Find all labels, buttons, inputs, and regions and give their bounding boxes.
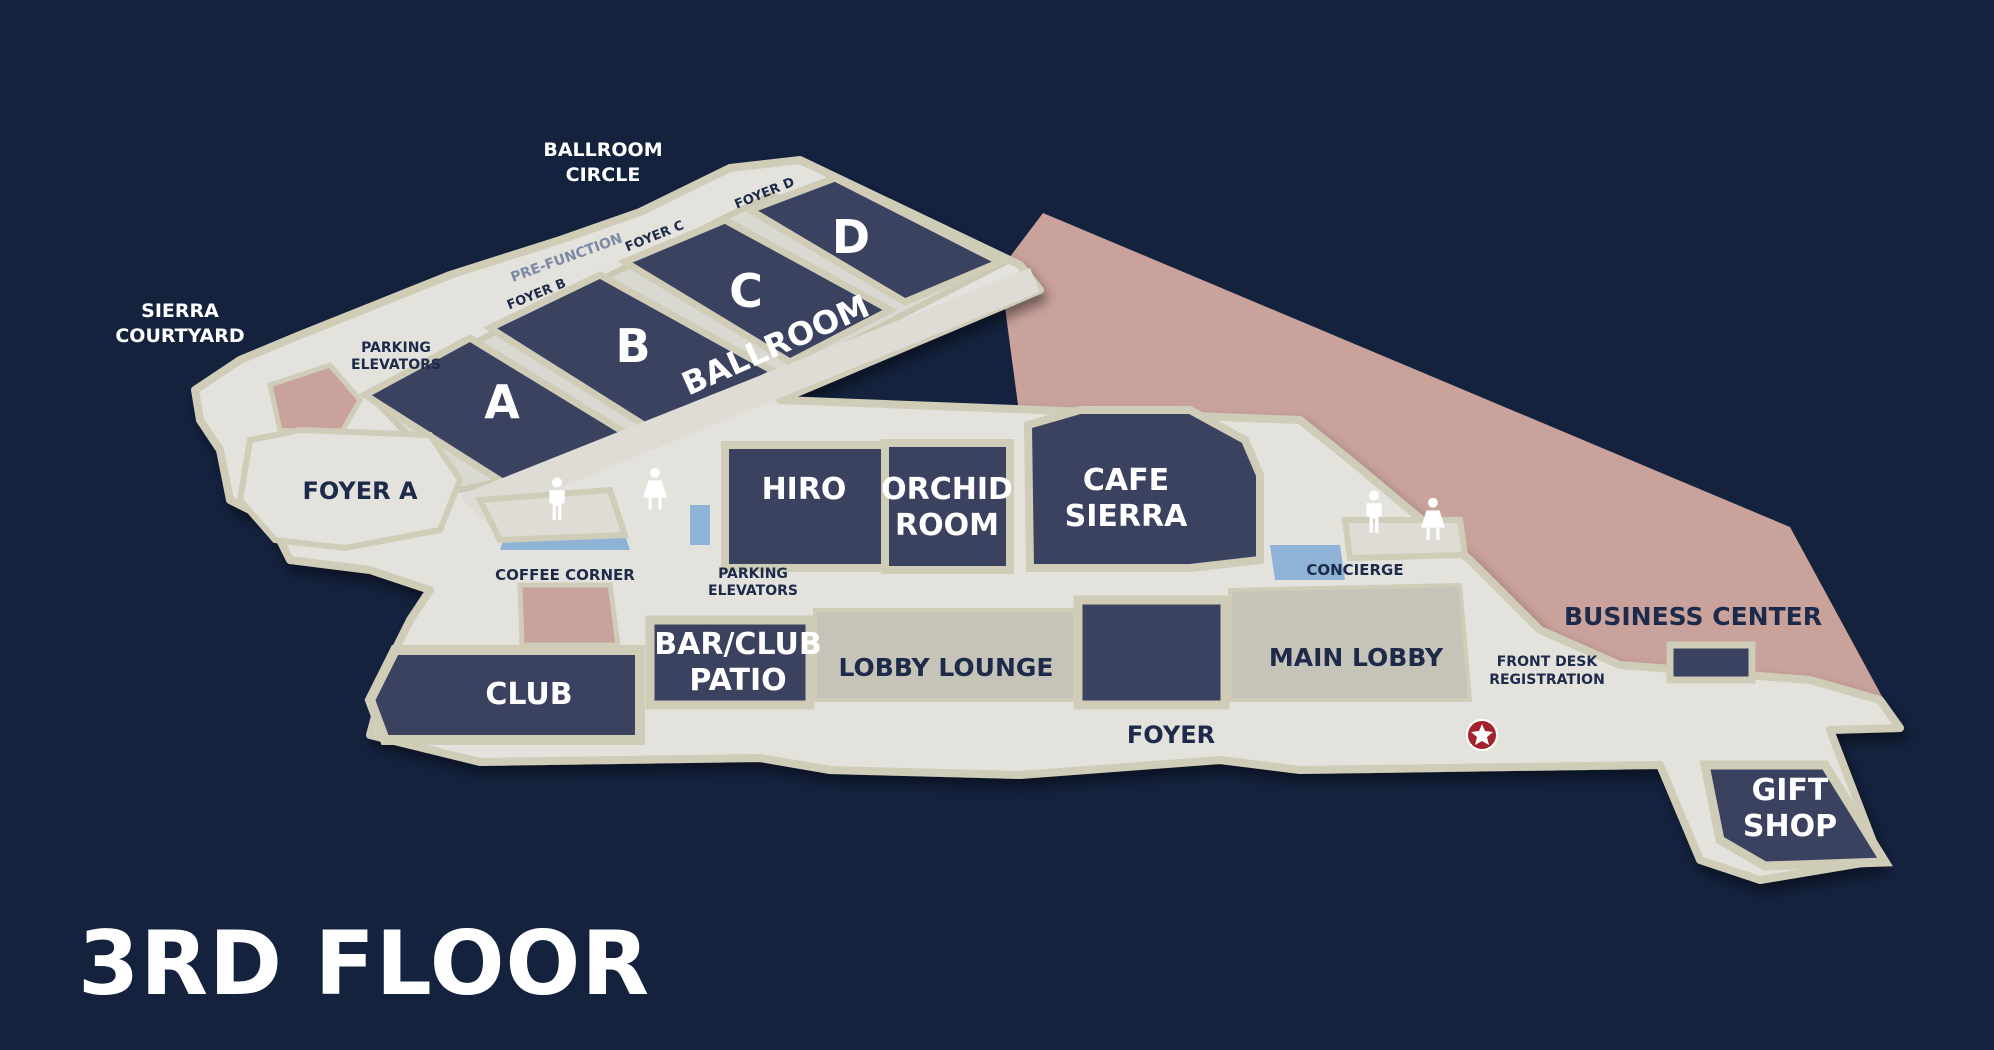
ballroom-section-c[interactable]: [617, 216, 898, 367]
bar-club-patio-label-2: PATIO: [689, 663, 786, 698]
ballroom-circle-label-2: CIRCLE: [566, 164, 641, 186]
parking-elevators-top-label-1: PARKING: [361, 340, 431, 356]
business-center-room[interactable]: [1666, 641, 1756, 684]
gift-shop-label-2: SHOP: [1743, 809, 1837, 844]
ballroom-circle-label-1: BALLROOM: [543, 139, 662, 161]
main-lobby-area[interactable]: [1228, 582, 1473, 702]
business-center-label: BUSINESS CENTER: [1564, 602, 1822, 631]
foyer-a-label: FOYER A: [302, 477, 418, 505]
star-marker-icon[interactable]: [1466, 719, 1498, 751]
concierge-label: CONCIERGE: [1306, 561, 1403, 579]
main-lobby-label: MAIN LOBBY: [1269, 643, 1444, 672]
restroom-block-west: [475, 486, 630, 544]
foyer-inner-room[interactable]: [1073, 595, 1230, 710]
ballroom-corridor: [460, 268, 1040, 520]
gift-shop-room[interactable]: [1699, 760, 1893, 871]
cafe-sierra-label-1: CAFE: [1083, 463, 1169, 498]
lobby-lounge-label: LOBBY LOUNGE: [839, 653, 1054, 682]
front-desk-label-2: REGISTRATION: [1489, 672, 1605, 688]
ballroom-section-d[interactable]: [741, 174, 1009, 306]
parking-elevators-mid-label-1: PARKING: [718, 566, 788, 582]
courtyard-patch-club: [517, 582, 621, 648]
parking-elevators-top-label-2: ELEVATORS: [351, 357, 441, 373]
water-feature-stairs: [690, 505, 710, 545]
foyer-label: FOYER: [1127, 721, 1215, 749]
courtyard-patch-west: [267, 362, 364, 438]
floor-title: 3RD FLOOR: [78, 912, 651, 1015]
hiro-label: HIRO: [762, 472, 847, 507]
cafe-sierra-room[interactable]: [1023, 406, 1264, 572]
bar-club-patio-label-1: BAR/CLUB: [654, 627, 821, 662]
gift-shop-label-1: GIFT: [1752, 773, 1829, 808]
front-desk-label-1: FRONT DESK: [1497, 654, 1599, 670]
ballroom-section-a-label: A: [484, 375, 520, 429]
club-label: CLUB: [485, 677, 572, 712]
orchid-room-label-1: ORCHID: [881, 472, 1013, 507]
ballroom-section-c-label: C: [729, 264, 763, 318]
outdoor-terrace-area: [1000, 213, 1885, 706]
sierra-courtyard-label-1: SIERRA: [141, 300, 219, 322]
sierra-courtyard-label-2: COURTYARD: [115, 325, 244, 347]
cafe-sierra-label-2: SIERRA: [1065, 499, 1188, 534]
parking-elevators-mid-label-2: ELEVATORS: [708, 583, 798, 599]
coffee-corner-label: COFFEE CORNER: [495, 566, 635, 584]
water-feature-concierge: [1270, 545, 1345, 580]
restroom-block-east: [1341, 517, 1469, 562]
club-room[interactable]: [364, 645, 645, 745]
orchid-room[interactable]: [881, 439, 1014, 574]
bar-club-patio-room[interactable]: [645, 615, 815, 710]
orchid-room-label-2: ROOM: [895, 508, 999, 543]
ballroom-section-d-label: D: [832, 210, 870, 264]
ballroom-section-b-label: B: [615, 319, 650, 373]
foyer-a-area[interactable]: [236, 426, 464, 552]
